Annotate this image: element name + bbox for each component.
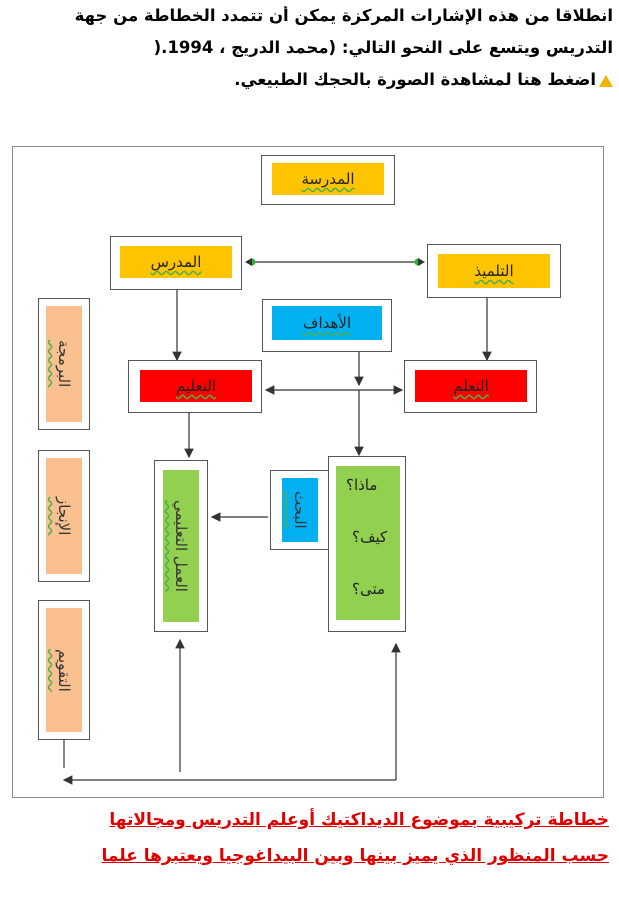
research-label: البحث <box>282 478 318 542</box>
view-full-size-link[interactable]: اضغط هنا لمشاهدة الصورة بالحجك الطبيعي. <box>0 70 613 89</box>
caption-line-1: خطاطة تركيبية بموضوع الديداكتيك أوعلم ال… <box>109 810 609 830</box>
teacher-label: المدرس <box>120 246 232 278</box>
question-what: ماذا؟ <box>346 476 378 494</box>
learning-label: التعلم <box>415 370 527 402</box>
warning-icon <box>599 74 613 87</box>
school-label: المدرسة <box>272 163 384 195</box>
diagram-frame <box>12 146 604 798</box>
teaching-label: التعليم <box>140 370 252 402</box>
intro-line-2: التدريس ويتسع على النحو التالي: (محمد ال… <box>153 38 613 57</box>
educational-work-label: العمل التعليمي <box>163 470 199 622</box>
evaluation-label: التقويم <box>46 608 82 732</box>
objectives-label: الأهداف <box>272 306 382 340</box>
student-label: التلميذ <box>438 254 550 288</box>
achievement-label: الإنجاز <box>46 458 82 574</box>
caption-line-2: حسب المنظور الذي يميز بينها وبين البيداغ… <box>101 846 610 866</box>
question-when: متى؟ <box>352 580 386 598</box>
programming-label: البرمجة <box>46 306 82 422</box>
view-full-size-label: اضغط هنا لمشاهدة الصورة بالحجك الطبيعي. <box>234 70 596 89</box>
questions-panel <box>336 466 400 620</box>
question-how: كيف؟ <box>352 528 388 546</box>
intro-line-1: انطلاقا من هذه الإشارات المركزة يمكن أن … <box>74 6 613 25</box>
